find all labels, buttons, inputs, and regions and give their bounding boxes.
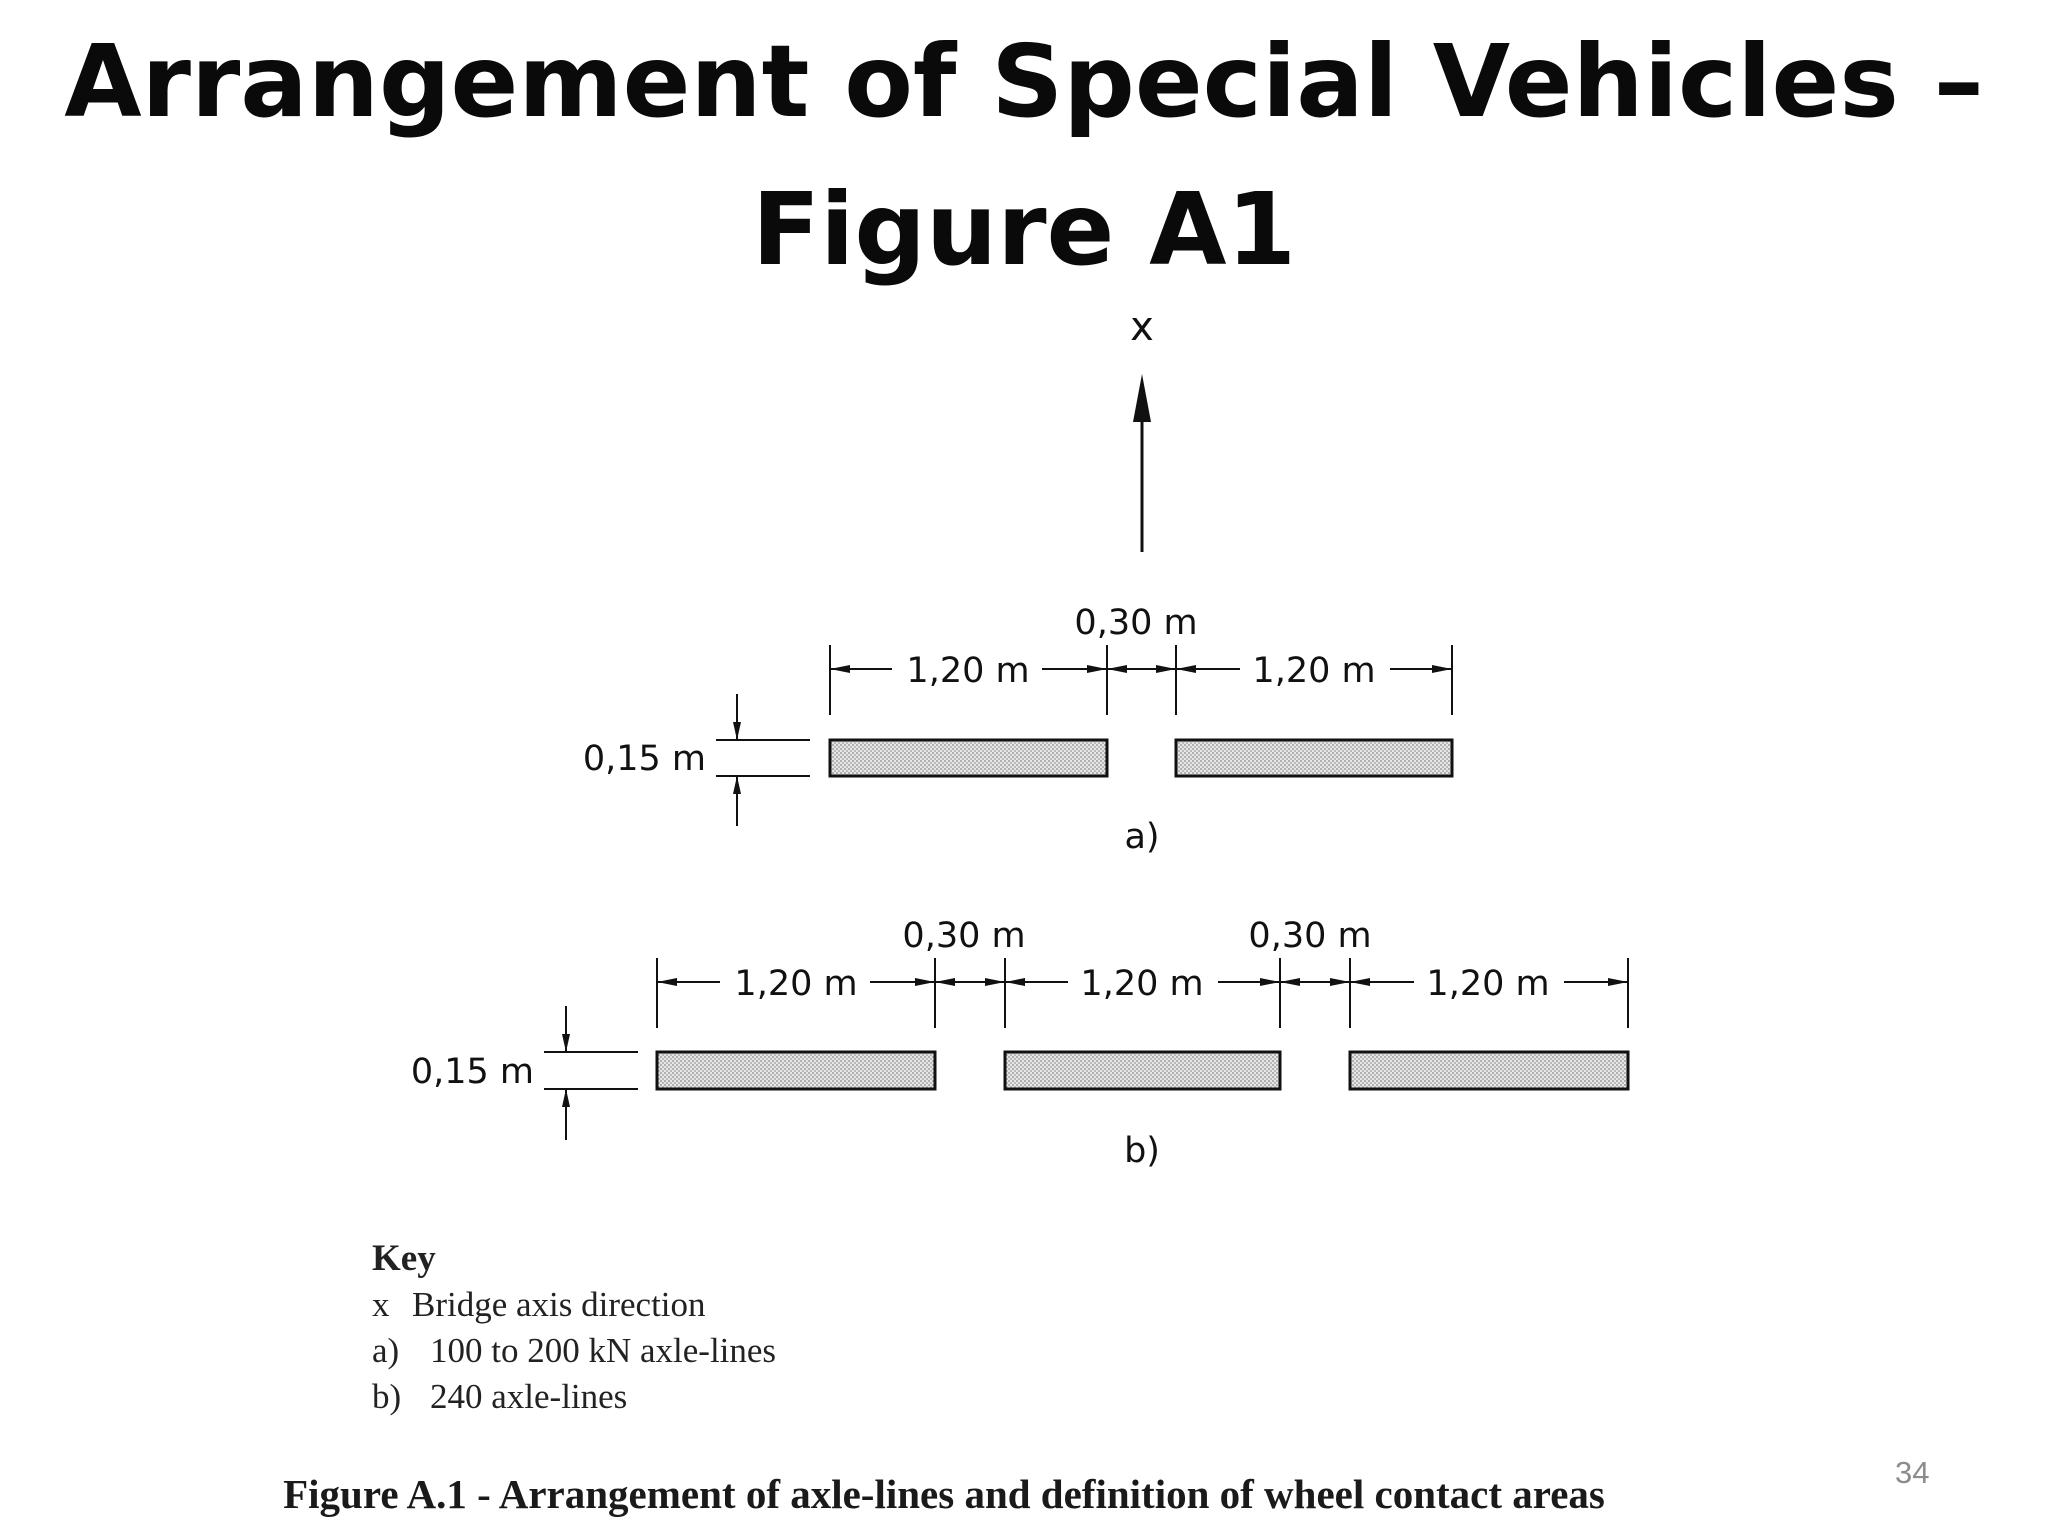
page-number: 34 xyxy=(1895,1455,1930,1490)
dim-arrow xyxy=(1608,978,1628,986)
dim-arrow xyxy=(985,978,1005,986)
wheel-contact-area xyxy=(1003,1050,1282,1091)
wheel-contact-area xyxy=(1174,738,1454,778)
dim-arrow xyxy=(1280,978,1300,986)
slide-title: Arrangement of Special Vehicles – Figure… xyxy=(0,8,2048,304)
dim-arrow xyxy=(915,978,935,986)
configuration-b-label: b) xyxy=(1124,1131,1160,1171)
wheel-contact-area xyxy=(828,738,1109,778)
dim-arrow xyxy=(1350,978,1370,986)
dim-arrow xyxy=(1107,665,1127,673)
dim-arrow xyxy=(830,665,850,673)
dim-width-label: 1,20 m xyxy=(734,964,857,1004)
configuration-b: 1,20 m 1,20 m 1,20 m 0,30 m 0,30 m 0,15 … xyxy=(411,916,1630,1171)
dim-gap-label: 0,30 m xyxy=(902,916,1025,956)
height-arrow xyxy=(562,1089,570,1107)
axis-arrowhead xyxy=(1133,374,1151,422)
key-item-mark: x xyxy=(372,1285,390,1324)
key-title: Key xyxy=(372,1238,436,1279)
key-item-text: 240 axle-lines xyxy=(430,1377,628,1416)
dim-arrow xyxy=(1330,978,1350,986)
height-arrow xyxy=(562,1034,570,1052)
dim-arrow xyxy=(1156,665,1176,673)
dim-arrow xyxy=(657,978,677,986)
dim-height-label: 0,15 m xyxy=(583,739,706,779)
dim-width-label: 1,20 m xyxy=(1252,651,1375,691)
axis-label: x xyxy=(1130,304,1154,350)
dim-arrow xyxy=(1176,665,1196,673)
dim-gap-label: 0,30 m xyxy=(1074,603,1197,643)
height-arrow xyxy=(733,776,741,794)
dim-height-label: 0,15 m xyxy=(411,1052,534,1092)
dim-arrow xyxy=(1432,665,1452,673)
dim-arrow xyxy=(1260,978,1280,986)
dim-arrow xyxy=(935,978,955,986)
dim-arrow xyxy=(1005,978,1025,986)
wheel-contact-area xyxy=(655,1050,937,1091)
dim-width-label: 1,20 m xyxy=(906,651,1029,691)
figure-caption: Figure A.1 - Arrangement of axle-lines a… xyxy=(283,1471,1605,1517)
slide-title-line-1: Arrangement of Special Vehicles – xyxy=(64,23,1984,140)
configuration-a: 1,20 m 1,20 m 0,30 m 0,15 m a) xyxy=(583,603,1454,857)
key-item-text: Bridge axis direction xyxy=(412,1285,706,1324)
height-arrow xyxy=(733,722,741,740)
key-item: a) 100 to 200 kN axle-lines xyxy=(372,1328,776,1374)
bridge-axis: x xyxy=(1130,304,1154,552)
key-item-mark: b) xyxy=(372,1377,402,1416)
dim-gap-label: 0,30 m xyxy=(1248,916,1371,956)
slide-title-line-2: Figure A1 xyxy=(751,171,1297,288)
figure-key: Key x Bridge axis direction a) 100 to 200 … xyxy=(372,1236,776,1420)
dim-arrow xyxy=(1087,665,1107,673)
wheel-contact-area xyxy=(1348,1050,1630,1091)
key-item-mark: a) xyxy=(372,1331,400,1370)
key-item-text: 100 to 200 kN axle-lines xyxy=(430,1331,777,1370)
configuration-a-label: a) xyxy=(1124,817,1159,857)
key-item: b) 240 axle-lines xyxy=(372,1374,776,1420)
key-item: x Bridge axis direction xyxy=(372,1282,776,1328)
dim-width-label: 1,20 m xyxy=(1080,964,1203,1004)
dim-width-label: 1,20 m xyxy=(1426,964,1549,1004)
